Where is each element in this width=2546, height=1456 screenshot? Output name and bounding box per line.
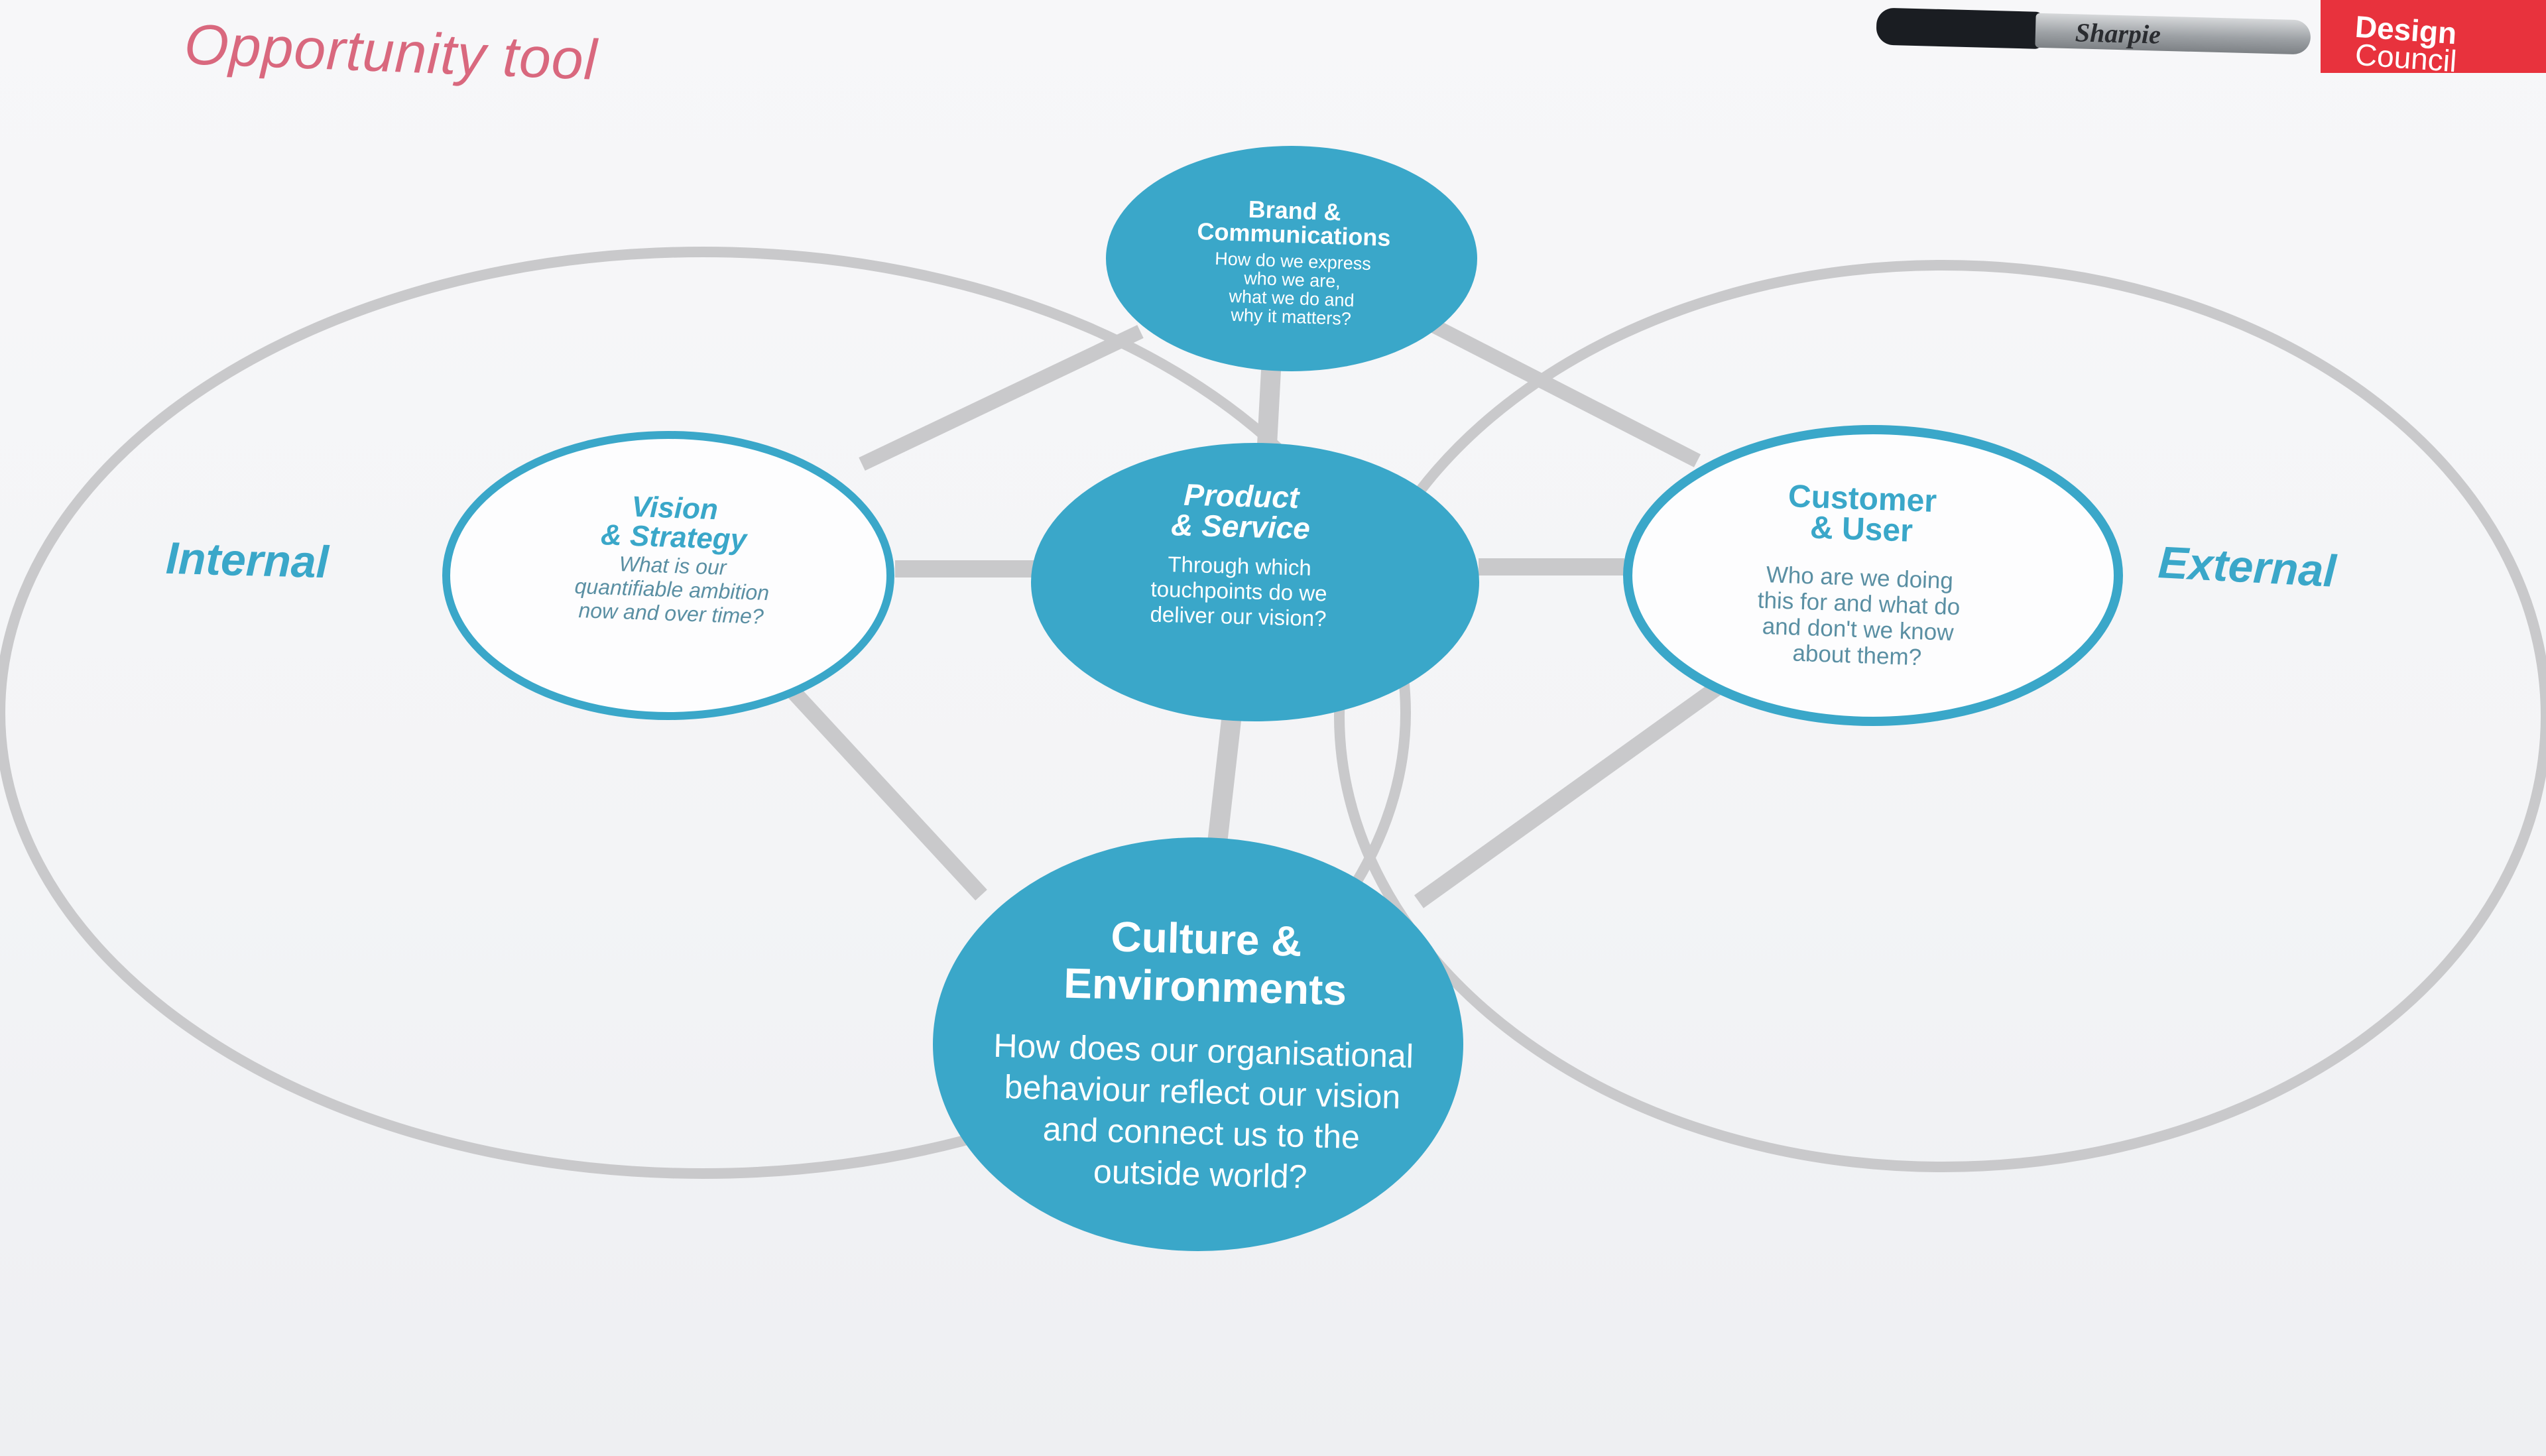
internal-ellipse — [0, 247, 1411, 1179]
node-customer-user — [1623, 425, 2123, 726]
customer-user-text: Customer & User Who are we doing this fo… — [1671, 477, 2048, 674]
connector-product-culture — [1207, 701, 1243, 850]
external-label: External — [2157, 537, 2338, 597]
external-ellipse — [1334, 260, 2546, 1172]
node-culture-environments — [933, 837, 1463, 1251]
vision-strategy-text: Vision & Strategy What is our quantifiab… — [485, 487, 861, 631]
culture-environments-text: Culture & Environments How does our orga… — [922, 908, 1486, 1202]
connector-brand-product — [1256, 357, 1282, 458]
node-product-service — [1031, 443, 1479, 721]
internal-label: Internal — [165, 532, 330, 588]
product-service-text: Product & Service Through which touchpoi… — [1052, 476, 1427, 635]
brand-communications-text: Brand & Communications How do we express… — [1145, 194, 1441, 331]
connector-customer-culture — [1414, 676, 1728, 908]
node-vision-strategy — [442, 431, 894, 720]
connector-vision-brand — [859, 325, 1144, 471]
connector-vision-culture — [773, 670, 987, 901]
design-council-logo — [2321, 0, 2546, 73]
node-brand-communications — [1106, 146, 1477, 371]
connector-brand-customer — [1428, 318, 1701, 467]
